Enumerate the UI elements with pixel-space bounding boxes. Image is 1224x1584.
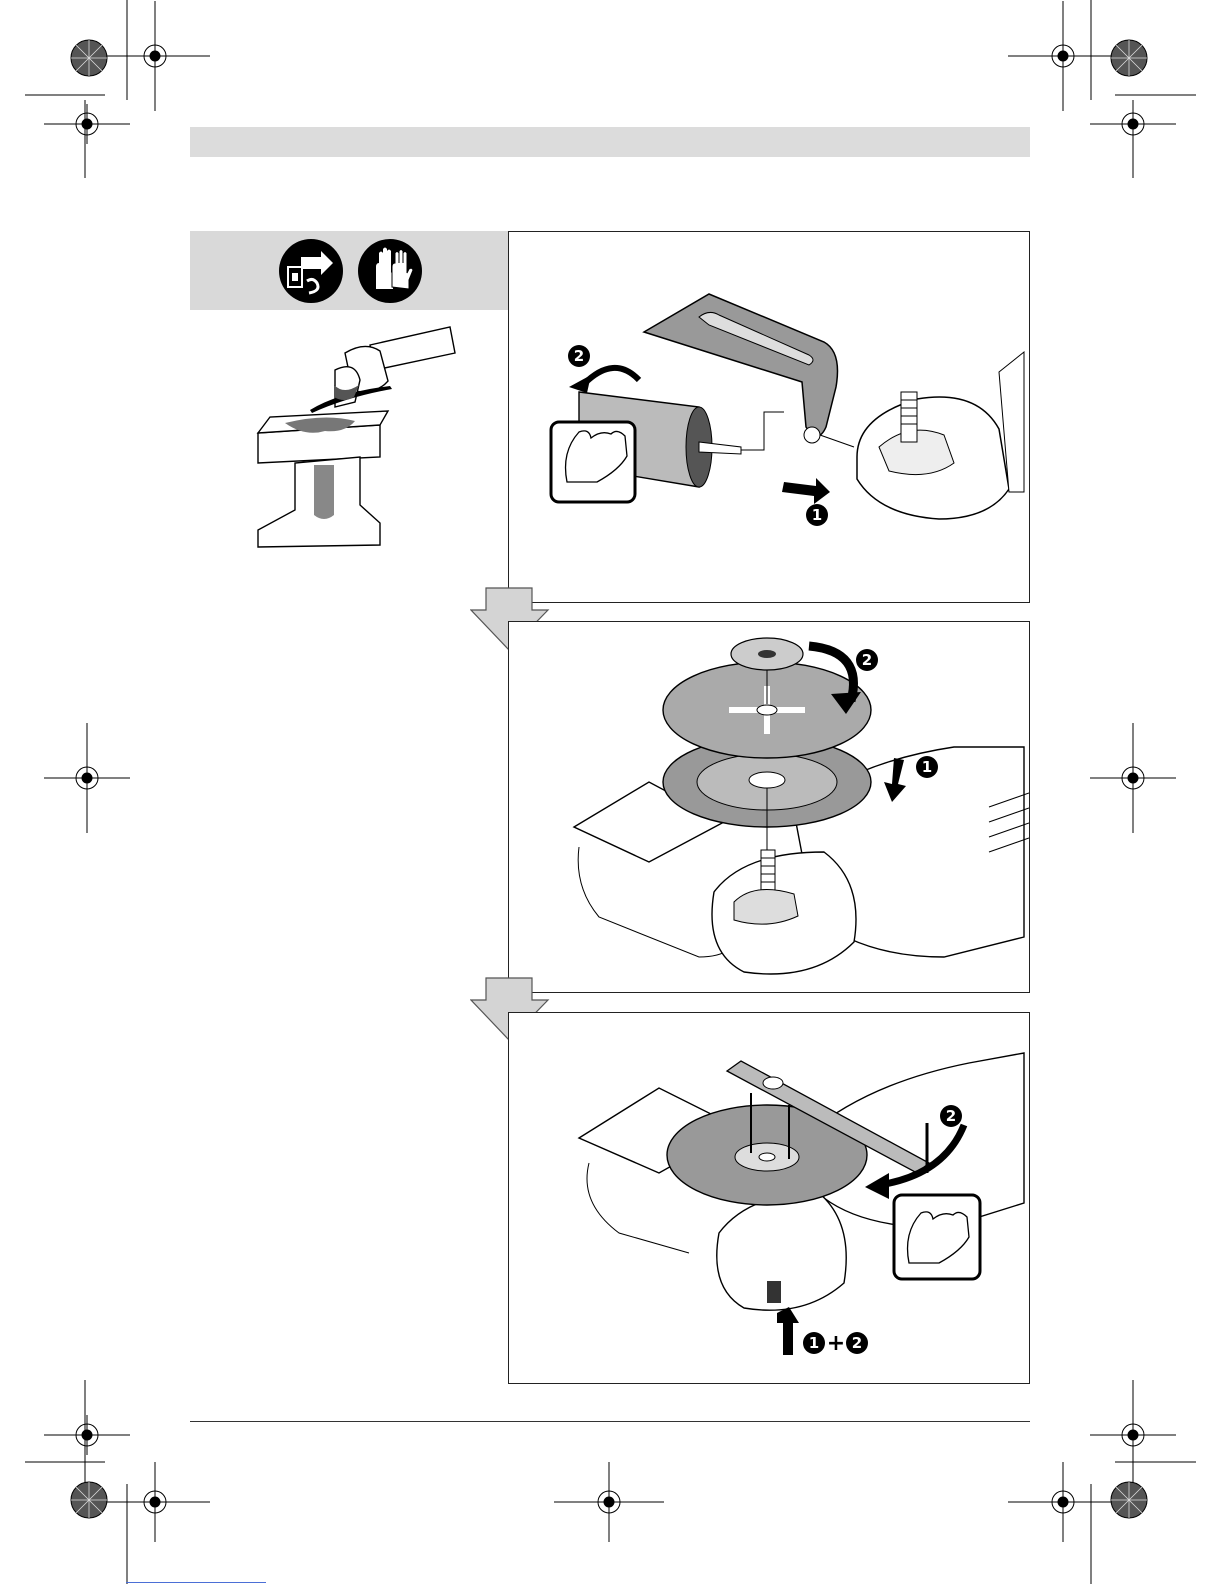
panel2-step-2-marker: 2 (856, 649, 878, 671)
panel2-step-1-marker: 1 (916, 756, 938, 778)
svg-text:2: 2 (574, 347, 584, 365)
step-panel-remove-handle: 2 1 (508, 231, 1030, 603)
panel3-step-2-marker: 2 (940, 1105, 962, 1127)
panel-1-illustration: 2 1 (509, 232, 1029, 602)
panel1-step-2-marker: 2 (568, 345, 590, 367)
unplug-icon (277, 237, 345, 305)
gloves-icon (356, 237, 424, 305)
footer-rule (190, 1421, 1030, 1422)
panel1-step-1-marker: 1 (806, 504, 828, 526)
svg-text:1: 1 (809, 1334, 819, 1352)
page-link-underline[interactable] (126, 1582, 266, 1583)
step-panel-tighten-disc: 2 1 + 2 (508, 1012, 1030, 1384)
safety-banner (190, 231, 508, 310)
panel-2-illustration: 2 1 (509, 622, 1029, 992)
svg-text:2: 2 (852, 1334, 862, 1352)
step-panel-mount-disc: 2 1 (508, 621, 1030, 993)
grinder-on-beam-illustration (250, 325, 465, 550)
svg-text:+: + (827, 1331, 845, 1356)
svg-text:2: 2 (946, 1107, 956, 1125)
svg-text:1: 1 (922, 758, 932, 776)
svg-text:1: 1 (812, 506, 822, 524)
panel-3-illustration: 2 1 + 2 (509, 1013, 1029, 1383)
header-bar (190, 127, 1030, 157)
panel3-step-combined-marker: 1 + 2 (803, 1331, 868, 1356)
svg-text:2: 2 (862, 651, 872, 669)
